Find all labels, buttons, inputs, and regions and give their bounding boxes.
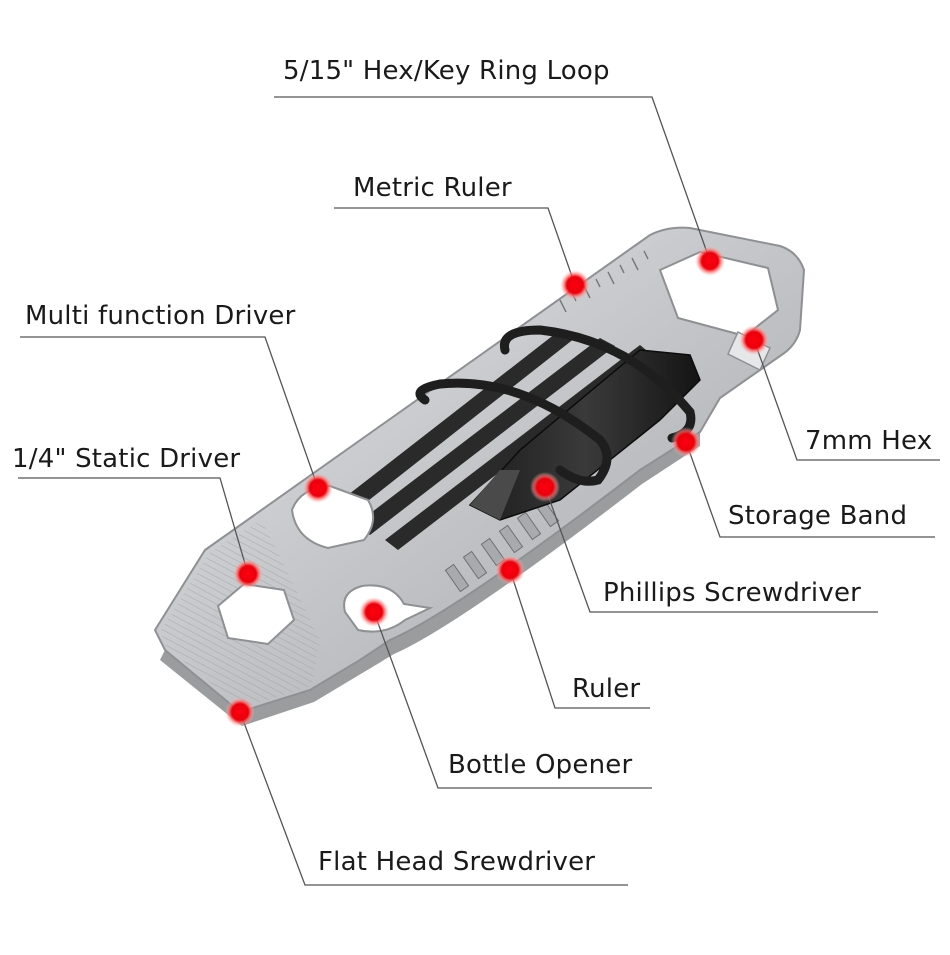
- markers: [225, 246, 769, 727]
- marker-multi-driver: [303, 473, 333, 503]
- marker-hex-key-ring: [695, 246, 725, 276]
- leader-ruler: [509, 569, 650, 709]
- leader-bottle-opener: [373, 611, 652, 789]
- leader-metric-ruler: [334, 207, 576, 286]
- marker-phillips: [530, 472, 560, 502]
- label-bottle-opener: Bottle Opener: [448, 750, 633, 780]
- leader-multi-driver: [20, 336, 319, 489]
- leader-phillips: [544, 486, 878, 613]
- label-multi-driver: Multi function Driver: [25, 301, 296, 331]
- marker-7mm-hex: [739, 325, 769, 355]
- marker-storage-band: [671, 427, 701, 457]
- label-phillips: Phillips Screwdriver: [603, 578, 862, 608]
- label-flat-head: Flat Head Srewdriver: [318, 847, 596, 877]
- leader-flat-head: [239, 711, 628, 886]
- marker-bottle-opener: [359, 597, 389, 627]
- label-7mm-hex: 7mm Hex: [805, 426, 933, 456]
- marker-static-driver: [233, 559, 263, 589]
- leader-static-driver: [18, 477, 249, 575]
- label-ruler: Ruler: [572, 674, 641, 704]
- marker-metric-ruler: [560, 270, 590, 300]
- leader-7mm-hex: [753, 339, 940, 461]
- label-storage-band: Storage Band: [728, 501, 908, 531]
- marker-flat-head: [225, 697, 255, 727]
- storage-bands: [415, 325, 696, 486]
- label-metric-ruler: Metric Ruler: [353, 173, 512, 203]
- leader-storage-band: [685, 441, 935, 538]
- label-static-driver: 1/4" Static Driver: [12, 444, 241, 474]
- marker-ruler: [495, 555, 525, 585]
- tool-edge: [160, 432, 700, 726]
- label-hex-key-ring: 5/15" Hex/Key Ring Loop: [283, 56, 610, 86]
- leader-hex-key-ring: [274, 96, 711, 262]
- leader-lines: [18, 96, 940, 886]
